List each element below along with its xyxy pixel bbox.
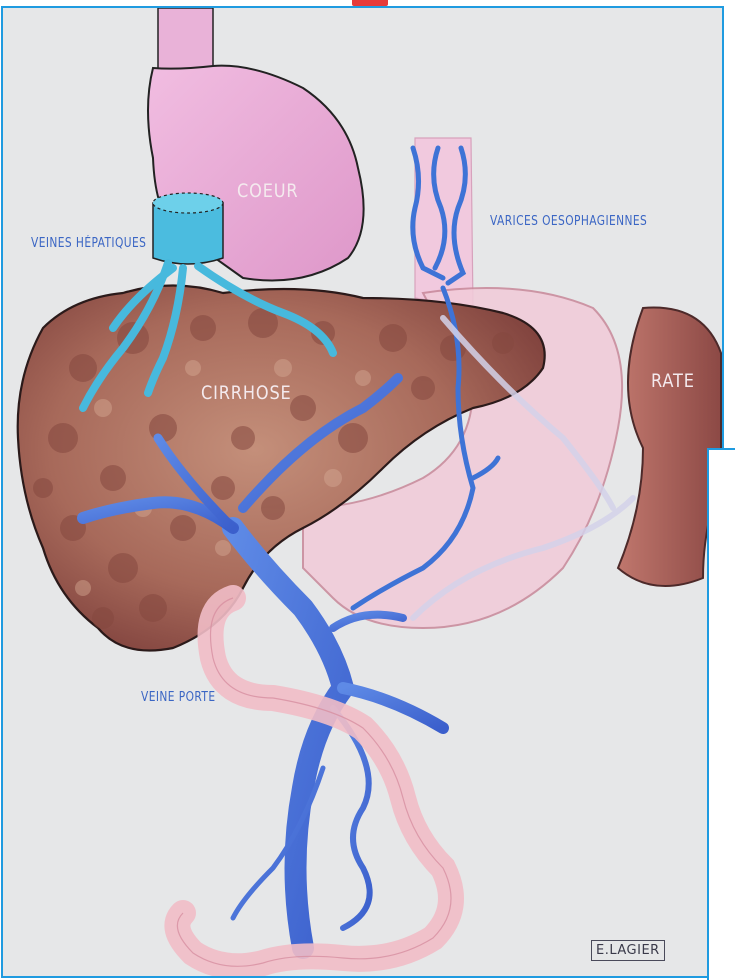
illustration-frame: COEUR VEINES HÉPATIQUES VARICES OESOPHAG…: [1, 6, 724, 978]
cirrhosis-label: CIRRHOSE: [201, 382, 292, 404]
artist-signature: E.LAGIER: [591, 940, 665, 961]
side-panel: [707, 448, 735, 980]
spleen-label: RATE: [651, 370, 695, 392]
spleen-shape: [618, 308, 721, 586]
esophageal-varices-label: VARICES OESOPHAGIENNES: [490, 214, 647, 229]
heart-label: COEUR: [237, 180, 298, 202]
portal-vein-label: VEINE PORTE: [141, 690, 215, 705]
hepatic-veins-label: VEINES HÉPATIQUES: [31, 236, 146, 251]
anatomy-illustration: [3, 8, 722, 976]
